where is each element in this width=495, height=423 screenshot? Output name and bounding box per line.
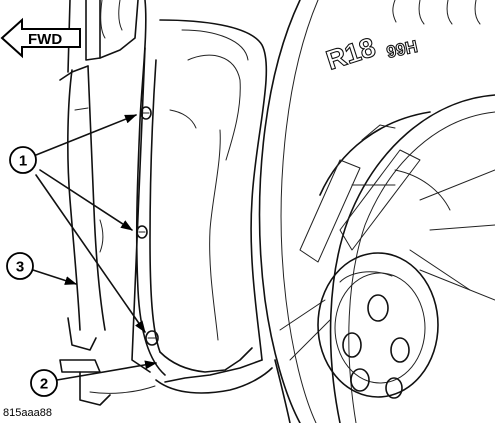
- fwd-label: FWD: [28, 31, 62, 48]
- splash-shield: [131, 19, 291, 423]
- wheel-rim: [279, 111, 495, 399]
- screw-upper: [140, 106, 152, 120]
- figure-code: 815aaa88: [3, 407, 52, 419]
- tire-size-label: R18: [323, 32, 379, 76]
- callout-3-number: 3: [16, 259, 24, 276]
- callout-2-number: 2: [40, 376, 48, 393]
- callout-2: 2: [30, 360, 157, 397]
- screw-lower: [145, 330, 159, 346]
- screw-middle: [136, 225, 148, 239]
- fwd-arrow-icon: [0, 17, 81, 59]
- fwd-direction-indicator: FWD: [0, 17, 81, 59]
- tire-load-speed-label: 99H: [385, 37, 419, 62]
- callout-1: 1: [9, 114, 146, 333]
- tire: [258, 0, 495, 423]
- callout-1-number: 1: [19, 153, 27, 170]
- callout-3: 3: [6, 252, 77, 285]
